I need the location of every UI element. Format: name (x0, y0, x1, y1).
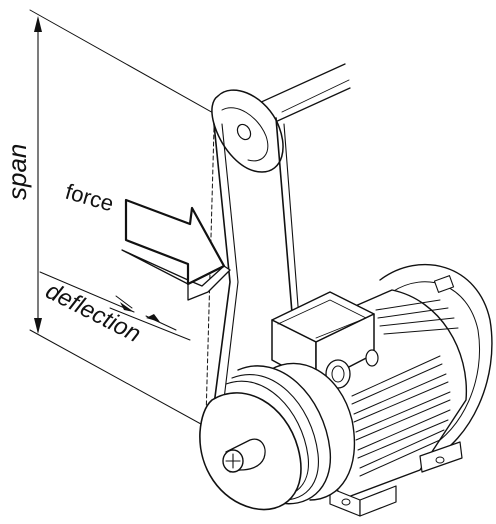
deflection-dimension: deflection (39, 271, 191, 348)
motor-feet (329, 441, 463, 517)
force-label: force (63, 179, 117, 217)
span-label: span (2, 144, 32, 200)
force-arrow: force (63, 179, 231, 301)
span-extension-bottom (29, 329, 231, 441)
span-arrow-bottom (34, 318, 42, 334)
upper-pulley (211, 89, 284, 173)
upper-pulley-hub (236, 123, 252, 141)
span-dimension: span (2, 9, 241, 441)
force-arrow-body (124, 198, 226, 286)
motor-pulley (199, 365, 332, 511)
span-extension-top (29, 9, 241, 129)
deflection-label: deflection (41, 277, 145, 348)
span-arrow-top (34, 16, 42, 32)
cooling-fins (351, 299, 459, 477)
belt-reference-dashed (205, 127, 215, 419)
electric-motor (269, 264, 493, 517)
